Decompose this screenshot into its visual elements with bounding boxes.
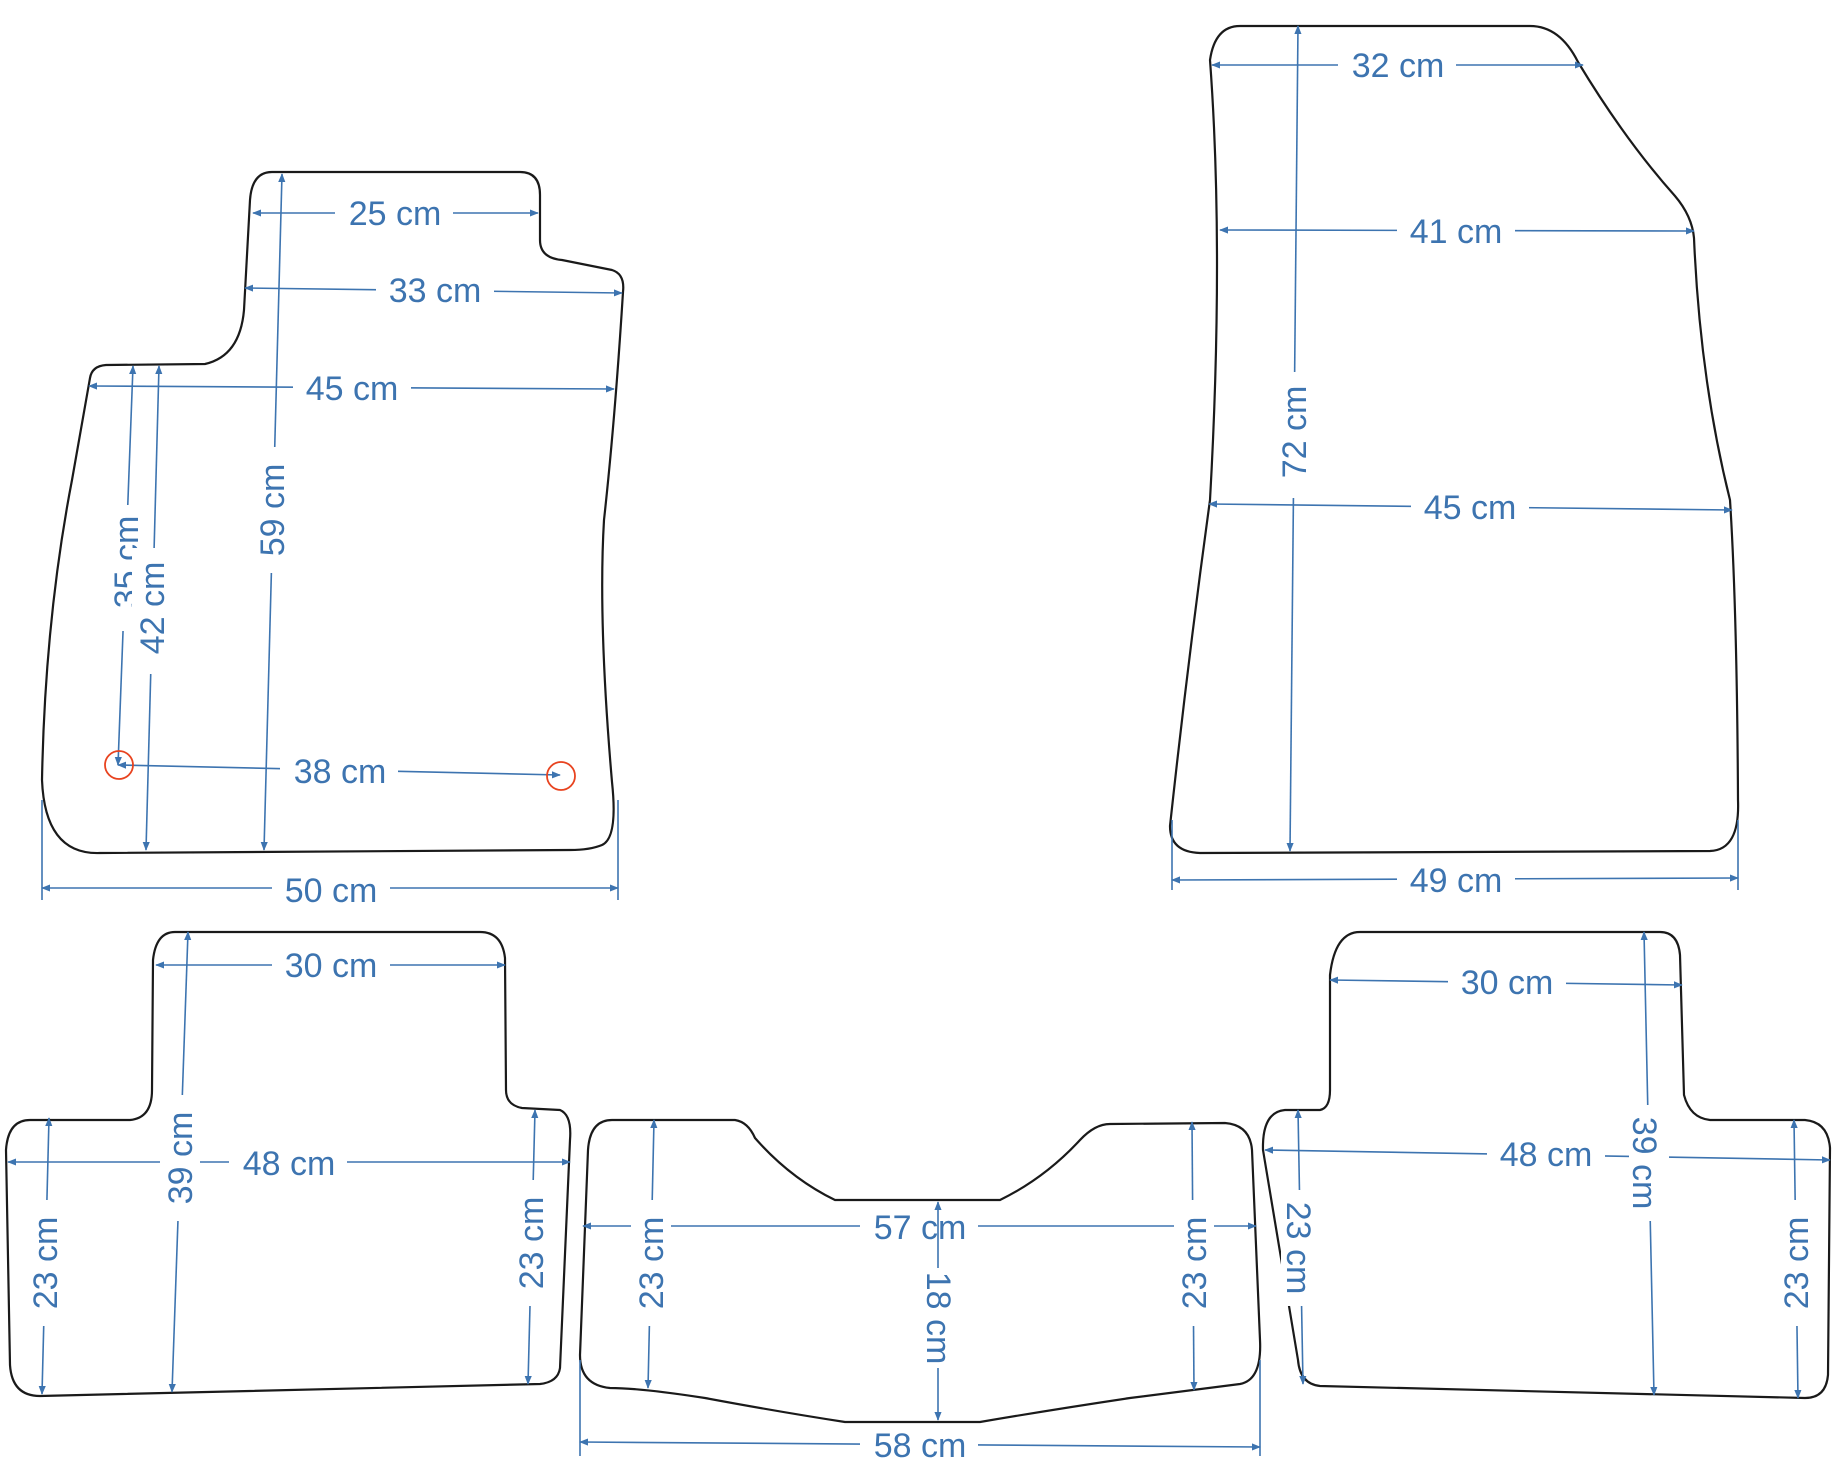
rl-label-top: 30 cm <box>285 947 378 985</box>
front-left-mat: 25 cm 33 cm 45 cm 35 cm 42 cm 59 cm 38 c… <box>40 170 625 910</box>
fr-label-bottom: 49 cm <box>1410 862 1503 900</box>
rear-left-mat: 30 cm 48 cm 39 cm 23 cm 23 cm <box>4 930 572 1398</box>
fl-label-total-height: 59 cm <box>254 464 292 557</box>
rc-label-mid: 57 cm <box>874 1209 967 1247</box>
fr-label-top: 32 cm <box>1352 47 1445 85</box>
fl-label-bottom: 50 cm <box>285 872 378 910</box>
fl-label-upper: 45 cm <box>306 370 399 408</box>
rr-label-total-height: 39 cm <box>1625 1117 1663 1210</box>
fr-label-upper: 41 cm <box>1410 213 1503 251</box>
rl-label-total-height: 39 cm <box>162 1112 200 1205</box>
rl-label-right-height: 23 cm <box>513 1197 551 1290</box>
rear-right-mat: 30 cm 48 cm 39 cm 23 cm 23 cm <box>1261 930 1832 1400</box>
rc-label-left-height: 23 cm <box>633 1217 671 1310</box>
fr-label-mid: 45 cm <box>1424 489 1517 527</box>
fr-label-total-height: 72 cm <box>1276 386 1314 479</box>
fl-fixing-hole-left <box>104 750 134 780</box>
front-right-mat: 32 cm 41 cm 45 cm 72 cm 49 cm <box>1168 24 1740 900</box>
rc-label-center-height: 18 cm <box>919 1272 957 1365</box>
rear-center-mat: 57 cm 18 cm 23 cm 23 cm 58 cm <box>578 1118 1262 1459</box>
rc-label-right-height: 23 cm <box>1176 1217 1214 1310</box>
rc-label-bottom: 58 cm <box>874 1427 967 1459</box>
rr-label-left-height: 23 cm <box>1279 1202 1317 1295</box>
fl-fixing-hole-right <box>546 761 576 791</box>
rr-label-mid: 48 cm <box>1500 1136 1593 1174</box>
fl-label-top: 25 cm <box>349 195 442 233</box>
rr-label-right-height: 23 cm <box>1778 1217 1816 1310</box>
fl-label-step: 33 cm <box>389 272 482 310</box>
rl-label-left-height: 23 cm <box>27 1217 65 1310</box>
fl-label-left-height: 42 cm <box>134 562 172 655</box>
front-left-mat-outline <box>40 170 625 855</box>
fl-label-holes: 38 cm <box>294 753 387 791</box>
rl-label-mid: 48 cm <box>243 1145 336 1183</box>
rr-label-top: 30 cm <box>1461 964 1554 1002</box>
front-right-mat-outline <box>1168 24 1740 855</box>
